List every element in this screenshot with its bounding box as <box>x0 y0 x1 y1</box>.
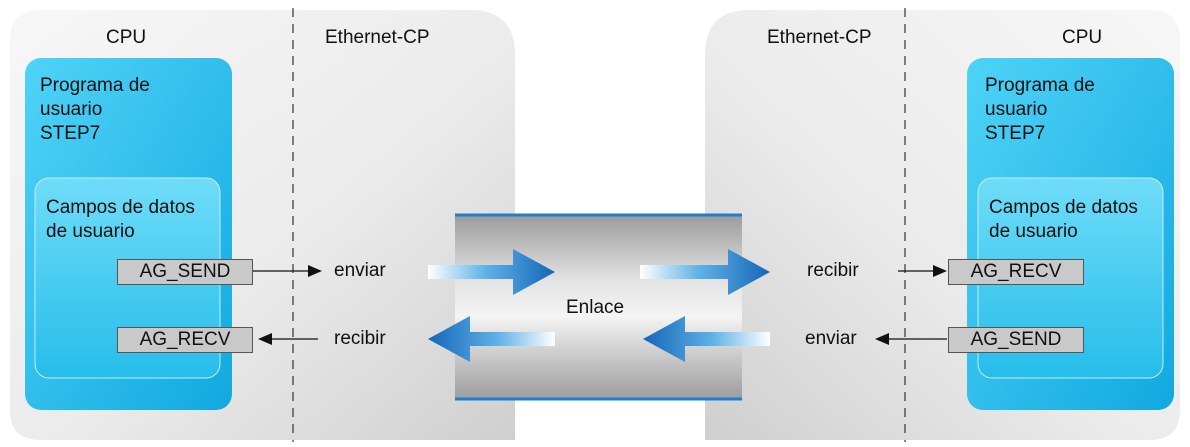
right-cp-title: Ethernet-CP <box>767 27 872 48</box>
left-recv-pointer <box>258 333 272 345</box>
left-program-label: Programa de usuario STEP7 <box>40 75 150 144</box>
link-label: Enlace <box>566 297 625 318</box>
left-ag-send-block: AG_SEND <box>117 259 253 285</box>
right-send-label: enviar <box>805 328 857 349</box>
arrow-left-recv <box>428 316 555 362</box>
right-program-label: Programa de usuario STEP7 <box>985 75 1095 144</box>
left-recv-label: recibir <box>334 328 386 349</box>
left-data-fields-label: Campos de datos de usuario <box>46 197 195 242</box>
arrow-left-send <box>428 249 555 295</box>
link-tube <box>455 214 742 400</box>
arrow-right-send <box>643 316 770 362</box>
left-cpu-title: CPU <box>106 27 147 48</box>
right-recv-label: recibir <box>807 260 859 281</box>
right-ag-send-block: AG_SEND <box>948 327 1084 353</box>
left-ag-recv-block: AG_RECV <box>117 327 253 353</box>
right-send-pointer <box>875 333 889 345</box>
right-ag-recv-block: AG_RECV <box>948 259 1084 285</box>
left-send-label: enviar <box>334 260 386 281</box>
right-recv-pointer <box>933 265 947 277</box>
right-cpu-title: CPU <box>1062 27 1103 48</box>
left-send-pointer <box>308 265 322 277</box>
left-cp-title: Ethernet-CP <box>325 27 430 48</box>
right-data-fields-label: Campos de datos de usuario <box>989 197 1138 242</box>
arrow-right-recv <box>640 249 770 295</box>
